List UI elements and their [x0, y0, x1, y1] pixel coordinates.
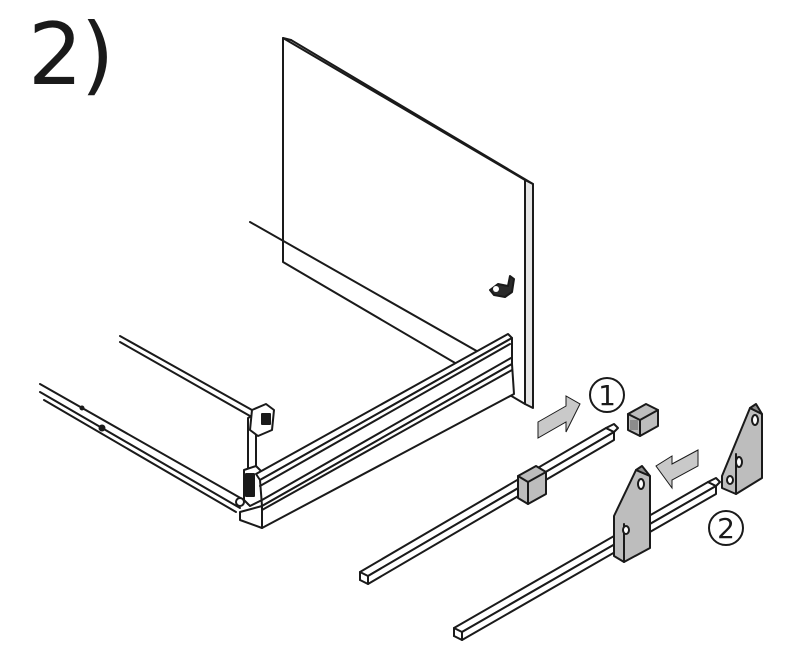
drawer-back-panel — [282, 37, 534, 409]
drawer-bottom-panel — [249, 221, 497, 363]
left-side-rail — [39, 335, 275, 513]
callout-1-label: 1 — [598, 379, 616, 412]
callout-2-label: 2 — [717, 512, 735, 545]
rail-2-bracket — [613, 465, 651, 563]
back-panel-fitting — [489, 275, 515, 298]
rail-1 — [359, 423, 619, 585]
callout-1: 1 — [589, 377, 625, 413]
front-rail — [239, 333, 515, 529]
end-cap-part — [627, 403, 659, 437]
callout-2: 2 — [708, 510, 744, 546]
arrow-icon — [655, 449, 699, 490]
loose-bracket-part — [721, 403, 763, 495]
arrow-icon — [537, 395, 581, 439]
step-number: 2) — [28, 5, 114, 105]
